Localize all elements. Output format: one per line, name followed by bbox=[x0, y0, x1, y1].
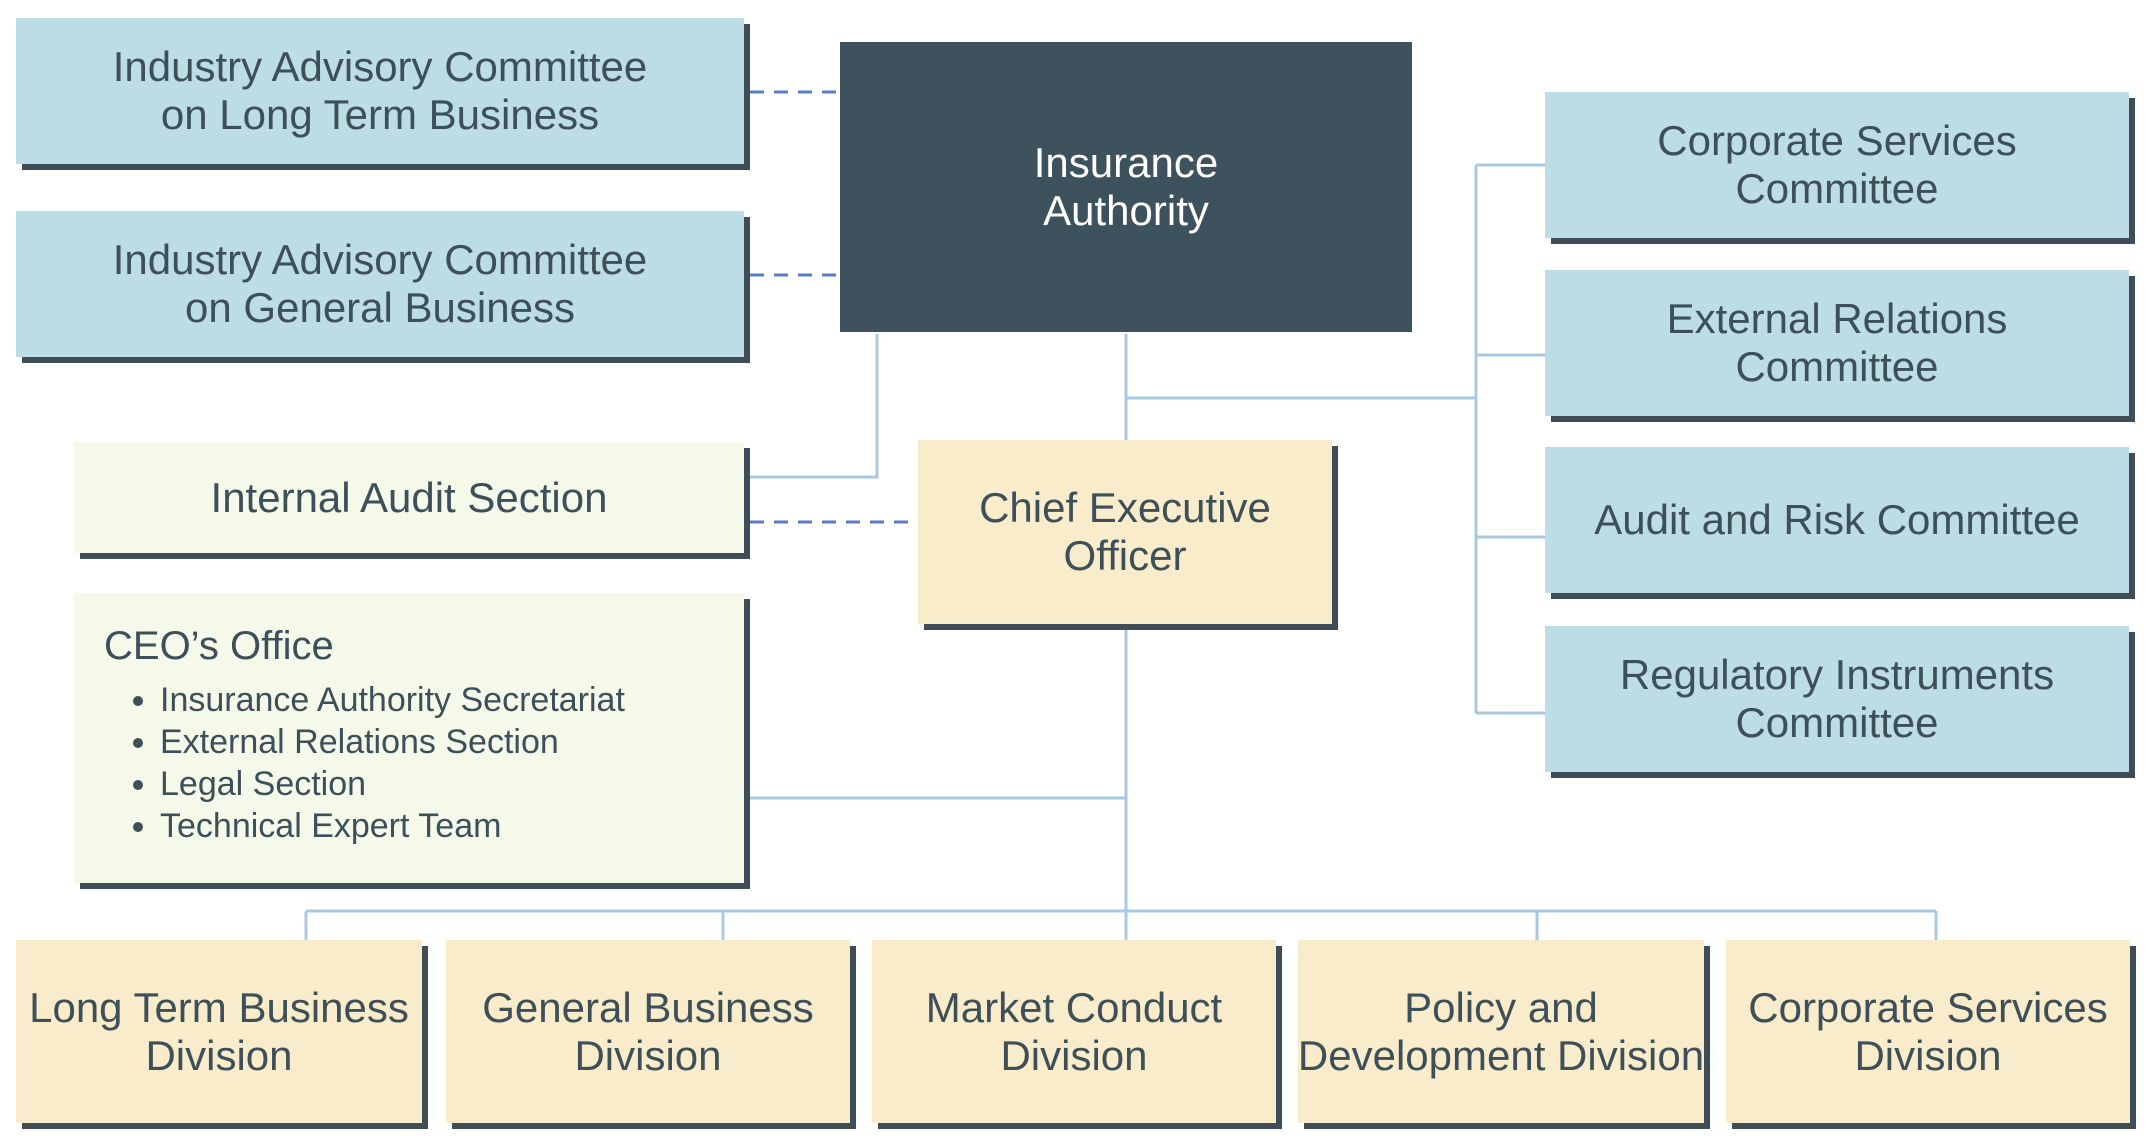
regulatory-instruments-committee-line2: Committee bbox=[1735, 699, 1939, 746]
division-general-business: General Business Division bbox=[446, 940, 850, 1123]
division-corporate-services: Corporate Services Division bbox=[1726, 940, 2130, 1123]
advisory-general-line2: on General Business bbox=[185, 284, 575, 331]
division-long-term-business: Long Term Business Division bbox=[16, 940, 422, 1123]
regulatory-instruments-committee-line1: Regulatory Instruments bbox=[1619, 651, 2055, 698]
chief-executive-officer-box: Chief Executive Officer bbox=[918, 440, 1332, 624]
advisory-committee-long-term: Industry Advisory Committee on Long Term… bbox=[16, 18, 744, 164]
external-relations-committee-line2: Committee bbox=[1735, 343, 1939, 390]
advisory-long-term-line1: Industry Advisory Committee bbox=[112, 43, 648, 90]
advisory-committee-general: Industry Advisory Committee on General B… bbox=[16, 211, 744, 357]
internal-audit-section: Internal Audit Section bbox=[74, 442, 744, 553]
division-policy-development: Policy and Development Division bbox=[1298, 940, 1704, 1123]
advisory-long-term-line2: on Long Term Business bbox=[160, 91, 600, 138]
ceo-office-box: CEO’s Office Insurance Authority Secreta… bbox=[74, 593, 744, 883]
external-relations-committee: External Relations Committee bbox=[1545, 270, 2129, 416]
ceo-office-item: Technical Expert Team bbox=[160, 805, 625, 847]
ceo-office-item: External Relations Section bbox=[160, 721, 625, 763]
regulatory-instruments-committee: Regulatory Instruments Committee bbox=[1545, 626, 2129, 772]
corporate-services-committee-line1: Corporate Services bbox=[1657, 117, 2017, 164]
audit-risk-committee-line1: Audit and Risk Committee bbox=[1594, 496, 2080, 543]
division-policy-line2: Development Division bbox=[1297, 1031, 1705, 1079]
audit-risk-committee: Audit and Risk Committee bbox=[1545, 447, 2129, 593]
insurance-authority-box: Insurance Authority bbox=[840, 42, 1412, 332]
division-corporate-services-line1: Corporate Services bbox=[1748, 983, 2108, 1031]
ceo-office-item: Insurance Authority Secretariat bbox=[160, 679, 625, 721]
division-long-term-line1: Long Term Business bbox=[29, 983, 409, 1031]
ceo-office-item: Legal Section bbox=[160, 763, 625, 805]
division-general-line1: General Business bbox=[482, 983, 814, 1031]
authority-line1: Insurance bbox=[1033, 139, 1219, 186]
division-market-conduct-line2: Division bbox=[1000, 1031, 1148, 1079]
ceo-line1: Chief Executive bbox=[979, 484, 1271, 531]
ceo-office-list: Insurance Authority Secretariat External… bbox=[104, 679, 625, 847]
corporate-services-committee-line2: Committee bbox=[1735, 165, 1939, 212]
division-corporate-services-line2: Division bbox=[1854, 1031, 2002, 1079]
division-policy-line1: Policy and bbox=[1404, 983, 1598, 1031]
division-general-line2: Division bbox=[574, 1031, 722, 1079]
advisory-general-line1: Industry Advisory Committee bbox=[112, 236, 648, 283]
ceo-line2: Officer bbox=[1063, 532, 1187, 579]
authority-line2: Authority bbox=[1043, 187, 1209, 234]
external-relations-committee-line1: External Relations bbox=[1666, 295, 2008, 342]
internal-audit-label: Internal Audit Section bbox=[210, 473, 608, 521]
division-market-conduct-line1: Market Conduct bbox=[925, 983, 1223, 1031]
division-long-term-line2: Division bbox=[145, 1031, 293, 1079]
ceo-office-title: CEO’s Office bbox=[104, 624, 334, 668]
division-market-conduct: Market Conduct Division bbox=[872, 940, 1276, 1123]
corporate-services-committee: Corporate Services Committee bbox=[1545, 92, 2129, 238]
